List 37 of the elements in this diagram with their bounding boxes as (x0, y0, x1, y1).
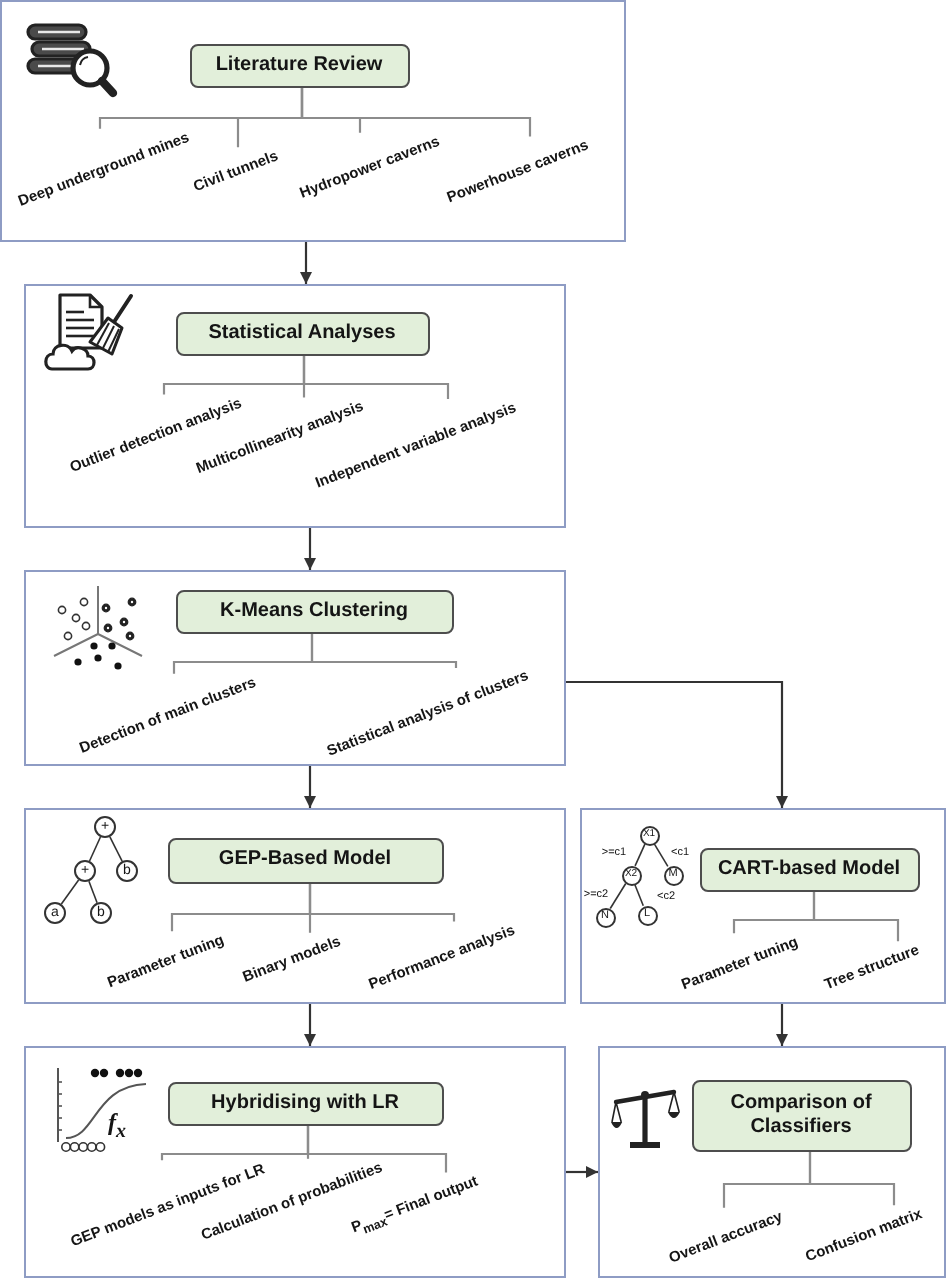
tree-branch-line (109, 836, 123, 862)
tree-branch-line (634, 843, 646, 867)
flow-arrow (304, 766, 316, 808)
tree-branch-line (633, 883, 645, 907)
tree-branch-line (609, 882, 627, 910)
flow-arrow (300, 242, 312, 284)
section-panel (24, 570, 566, 766)
flow-arrow (566, 1166, 598, 1178)
branch-connector (308, 883, 456, 922)
section-panel (24, 1046, 566, 1278)
process-box: GEP-Based Model (167, 837, 443, 883)
section-panel (24, 808, 566, 1004)
branch-connector (812, 891, 900, 942)
flow-arrow (304, 1004, 316, 1046)
branch-connector (306, 1125, 448, 1173)
process-box: Hybridising with LR (167, 1081, 443, 1125)
section-panel (24, 284, 566, 528)
branch-connector (302, 355, 450, 400)
process-box: Literature Review (189, 43, 409, 87)
section-panel (580, 808, 946, 1004)
tree-branch-line (88, 880, 98, 904)
flow-arrow (566, 680, 788, 808)
process-box: K-Means Clustering (175, 589, 453, 633)
function-symbol-label: f$_{x}$ (108, 1110, 126, 1143)
branch-connector (310, 633, 458, 668)
tree-branch-line (60, 879, 80, 905)
process-box: CART-based Model (699, 847, 919, 891)
section-panel (598, 1046, 946, 1278)
tree-branch-line (653, 842, 669, 868)
tree-branch-line (88, 836, 102, 862)
flow-arrow (304, 528, 316, 570)
section-panel (0, 0, 626, 242)
branch-connector (300, 87, 532, 137)
process-box: Comparison of Classifiers (691, 1079, 911, 1151)
flow-arrow (776, 1004, 788, 1046)
process-box: Statistical Analyses (175, 311, 429, 355)
branch-connector (808, 1151, 896, 1206)
